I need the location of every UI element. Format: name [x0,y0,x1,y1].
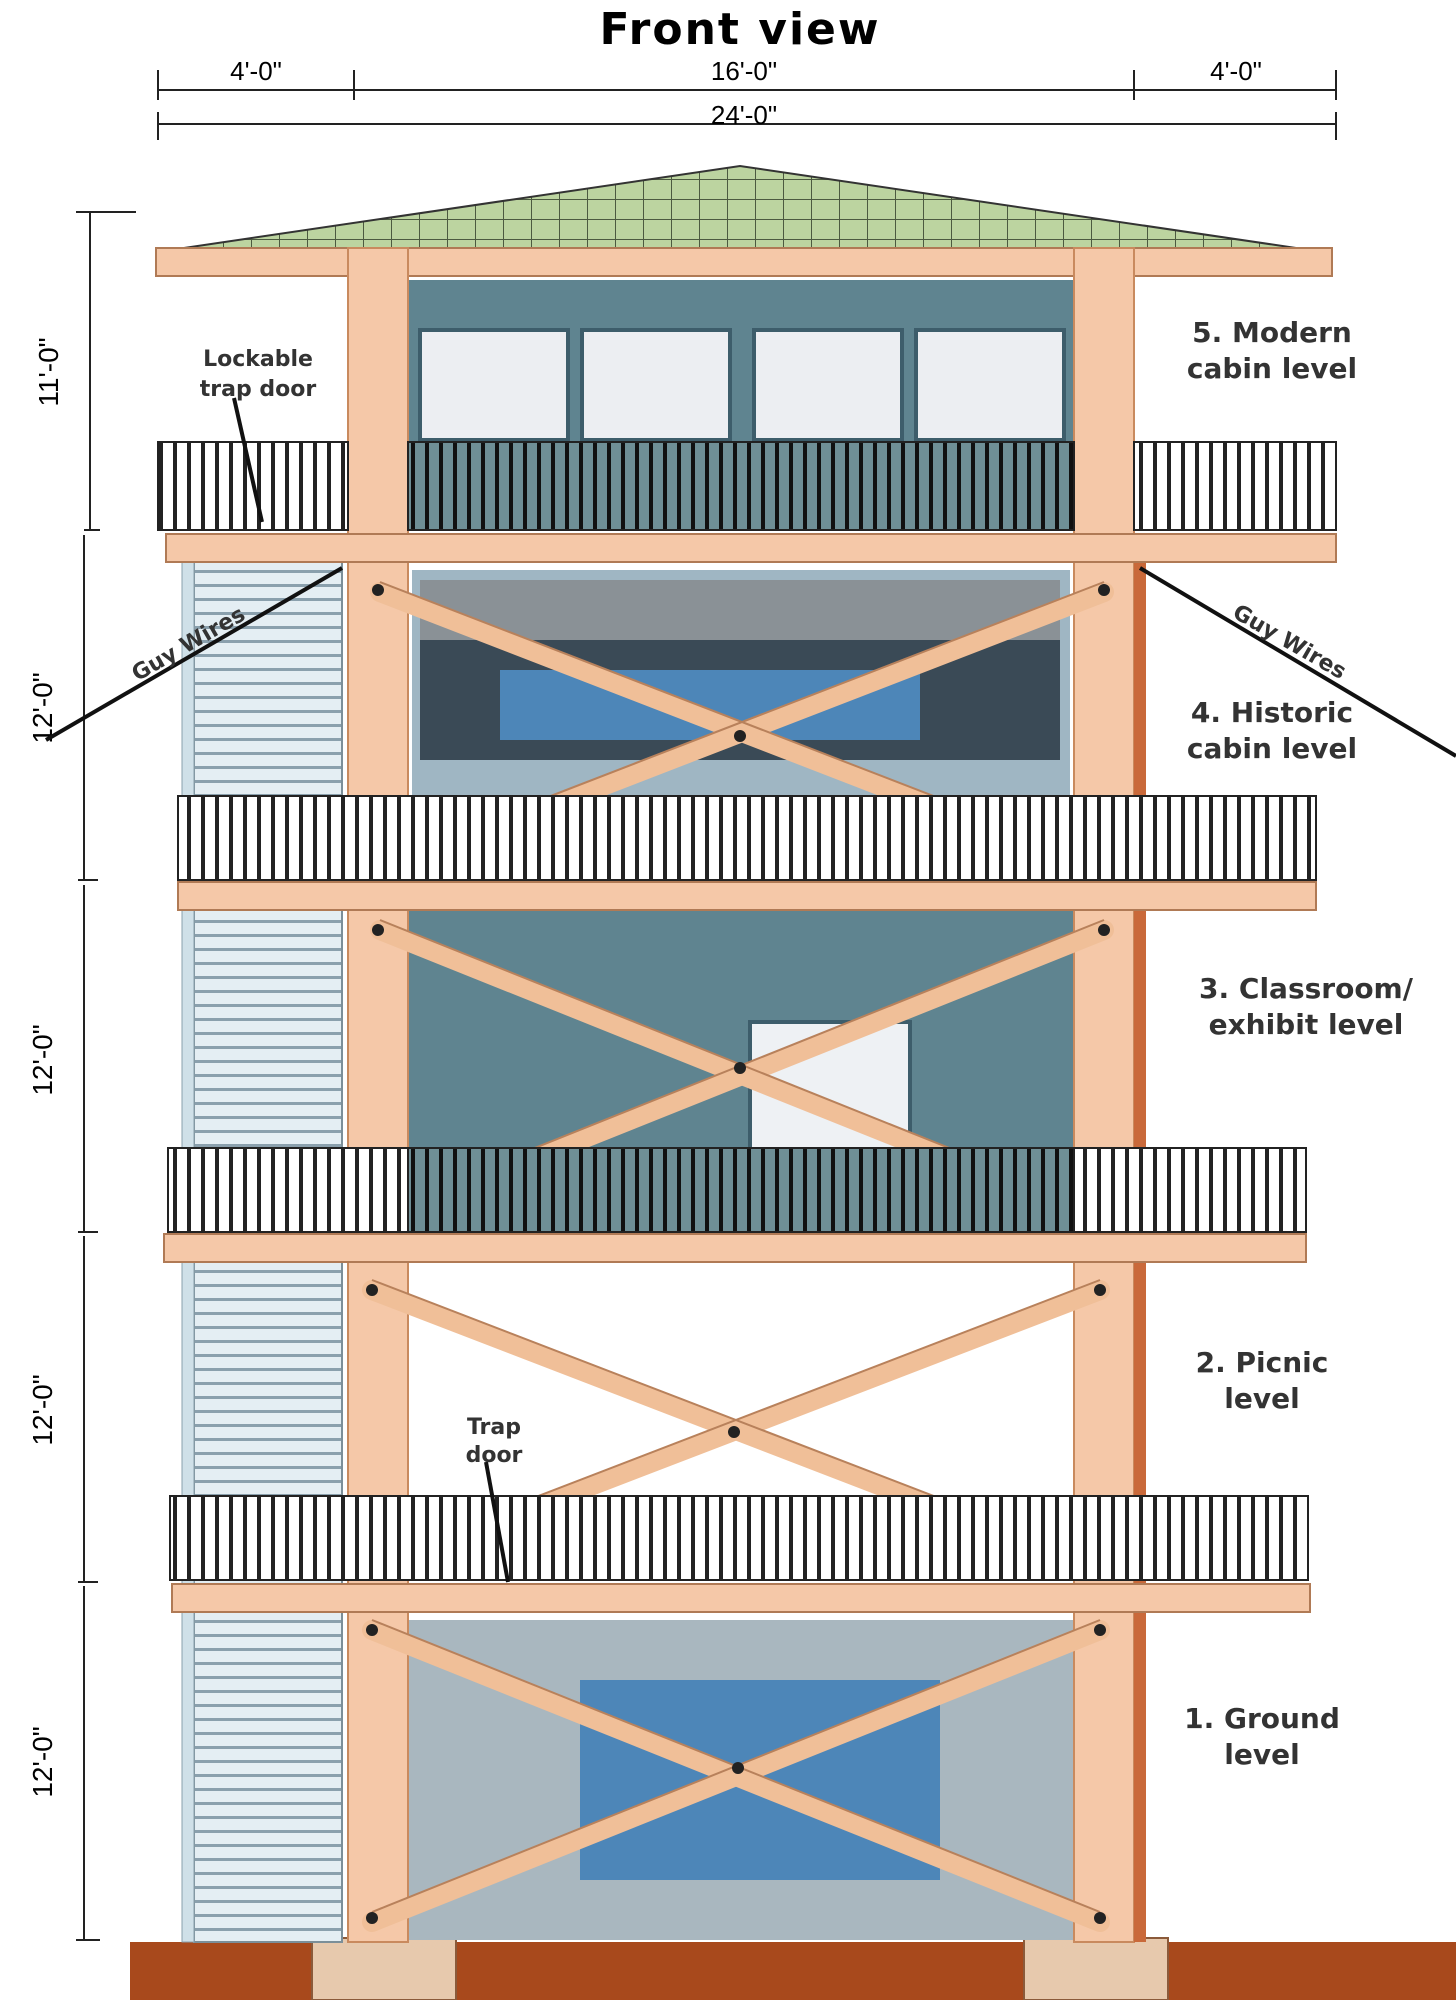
trap-door-label-line2: door [466,1443,523,1468]
deck-level-4 [177,795,1317,911]
dim-top-right: 4'-0" [1210,56,1262,86]
level-4-label: 4. Historic cabin level [1187,696,1357,765]
deck-level-5 [157,441,1337,563]
trap-door-leader [484,1461,510,1583]
top-dimensions [157,70,1337,140]
footing-right [1023,1937,1169,2000]
svg-text:2. Picnic: 2. Picnic [1196,1346,1329,1379]
level-3-label: 3. Classroom/ exhibit level [1199,972,1414,1041]
historic-cabin-roof [420,580,1060,640]
trap-door-label-line1: Trap [467,1415,521,1440]
svg-text:level: level [1224,1382,1299,1415]
dim-level-3: 12'-0" [27,1024,58,1095]
roof-fascia [155,247,1333,277]
deck-level-3 [163,1147,1307,1263]
svg-text:cabin level: cabin level [1187,352,1357,385]
dim-level-2: 12'-0" [27,1374,58,1445]
svg-text:level: level [1224,1738,1299,1771]
svg-text:3. Classroom/: 3. Classroom/ [1199,972,1414,1005]
svg-text:4. Historic: 4. Historic [1191,696,1353,729]
post-left [347,247,409,1943]
dim-top-mid: 16'-0" [711,56,777,86]
drawing-title: Front view [599,4,880,55]
dim-level-4: 12'-0" [27,672,58,743]
dim-level-5: 11'-0" [33,337,64,406]
level-5-label: 5. Modern cabin level [1187,316,1357,385]
left-dimensions [76,211,136,1941]
guy-wire-right [1138,566,1456,758]
post-right [1073,247,1135,1943]
svg-text:cabin level: cabin level [1187,732,1357,765]
guy-wires-right-label: Guy Wires [1228,600,1350,685]
svg-text:5. Modern: 5. Modern [1192,316,1352,349]
dim-total-width: 24'-0" [711,100,777,130]
roof [183,164,1297,249]
svg-text:exhibit level: exhibit level [1209,1008,1404,1041]
modern-cabin-windows [418,328,1066,442]
footing-left [311,1937,457,2000]
level-1-label: 1. Ground level [1184,1702,1340,1771]
dim-level-1: 12'-0" [27,1726,58,1797]
dim-top-left: 4'-0" [230,56,282,86]
lockable-label-line1: Lockable [203,347,313,372]
svg-text:1. Ground: 1. Ground [1184,1702,1340,1735]
bolts [366,584,1110,1924]
deck-level-2 [169,1495,1311,1613]
level-2-label: 2. Picnic level [1196,1346,1329,1415]
lockable-trap-door-leader [232,397,264,523]
lockable-label-line2: trap door [200,377,317,402]
guy-wire-left [44,566,344,742]
